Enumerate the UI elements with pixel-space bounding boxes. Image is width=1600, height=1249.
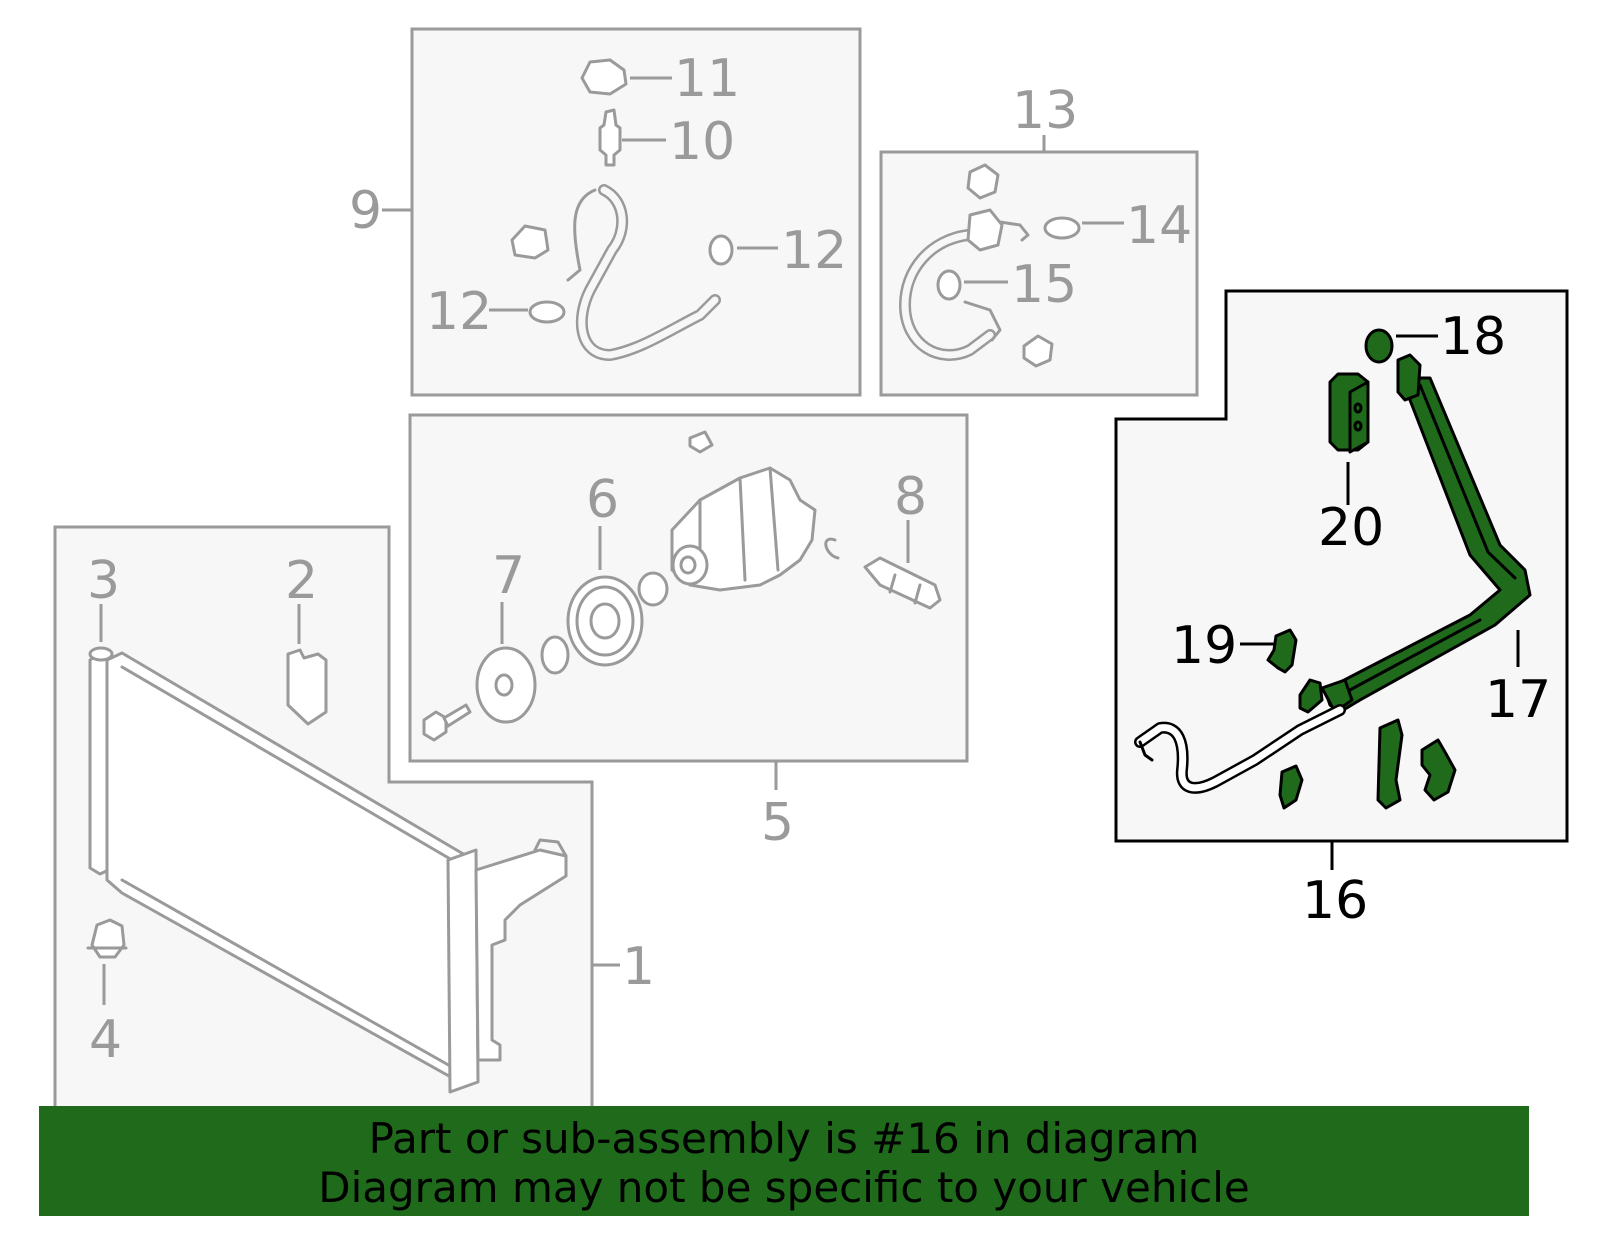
- sensor-part-8: [863, 556, 942, 610]
- callout-14[interactable]: 14: [1126, 196, 1192, 256]
- callout-4[interactable]: 4: [89, 1010, 122, 1070]
- cap-part-3: [88, 646, 114, 662]
- callout-7[interactable]: 7: [492, 546, 525, 606]
- compressor-group[interactable]: 7 6 8 5: [408, 413, 969, 853]
- liquid-line-box: [1114, 289, 1569, 843]
- pipe-part-17: [1320, 353, 1532, 714]
- oring-part-15: [936, 269, 962, 301]
- condenser-part: [88, 650, 568, 1094]
- grommet-part-4: [86, 918, 128, 959]
- valve-part-10: [598, 108, 622, 167]
- oring-part-12-left: [528, 300, 566, 324]
- callout-17[interactable]: 17: [1485, 670, 1551, 730]
- condenser-group[interactable]: 3 2 4 1: [53, 525, 655, 1119]
- cover-part-7: [475, 646, 537, 724]
- banner-line-2: Diagram may not be specific to your vehi…: [318, 1163, 1250, 1212]
- callout-1[interactable]: 1: [622, 937, 655, 997]
- oring-part-14: [1043, 216, 1081, 240]
- info-banner: Part or sub-assembly is #16 in diagram D…: [39, 1106, 1529, 1216]
- cap-part-11: [580, 58, 628, 96]
- callout-9[interactable]: 9: [349, 181, 382, 241]
- callout-15[interactable]: 15: [1011, 255, 1077, 315]
- oring-part-18: [1364, 328, 1394, 364]
- callout-20[interactable]: 20: [1318, 498, 1384, 558]
- callout-16[interactable]: 16: [1302, 871, 1368, 931]
- callout-6[interactable]: 6: [586, 470, 619, 530]
- compressor-body: [670, 430, 840, 592]
- callout-12-right[interactable]: 12: [781, 221, 847, 281]
- suction-hose-group[interactable]: 11 10 12 12 9: [349, 27, 862, 397]
- bracket-part-2: [286, 648, 328, 726]
- callout-11[interactable]: 11: [674, 49, 740, 109]
- bracket-small: [1278, 764, 1304, 810]
- bolt-part: [422, 703, 472, 742]
- callout-5[interactable]: 5: [761, 793, 794, 853]
- oring-part-12-right: [708, 234, 734, 266]
- callout-2[interactable]: 2: [285, 551, 318, 611]
- callout-19[interactable]: 19: [1171, 616, 1237, 676]
- callout-13[interactable]: 13: [1012, 81, 1078, 141]
- callout-12-left[interactable]: 12: [426, 282, 492, 342]
- expansion-valve-part-20: [1328, 372, 1370, 454]
- callout-8[interactable]: 8: [894, 467, 927, 527]
- liquid-line-group[interactable]: 18 20 19 17 16: [1114, 289, 1569, 931]
- banner-line-1: Part or sub-assembly is #16 in diagram: [368, 1114, 1200, 1163]
- callout-10[interactable]: 10: [669, 112, 735, 172]
- callout-3[interactable]: 3: [87, 551, 120, 611]
- pulley-part-6: [566, 575, 644, 667]
- bracket-tall: [1376, 718, 1404, 810]
- discharge-hose-group[interactable]: 14 15 13: [879, 81, 1199, 397]
- suction-hose-box: [410, 27, 862, 397]
- callout-18[interactable]: 18: [1440, 307, 1506, 367]
- fitting-part-19: [1266, 628, 1298, 674]
- bracket-clip: [1420, 738, 1457, 802]
